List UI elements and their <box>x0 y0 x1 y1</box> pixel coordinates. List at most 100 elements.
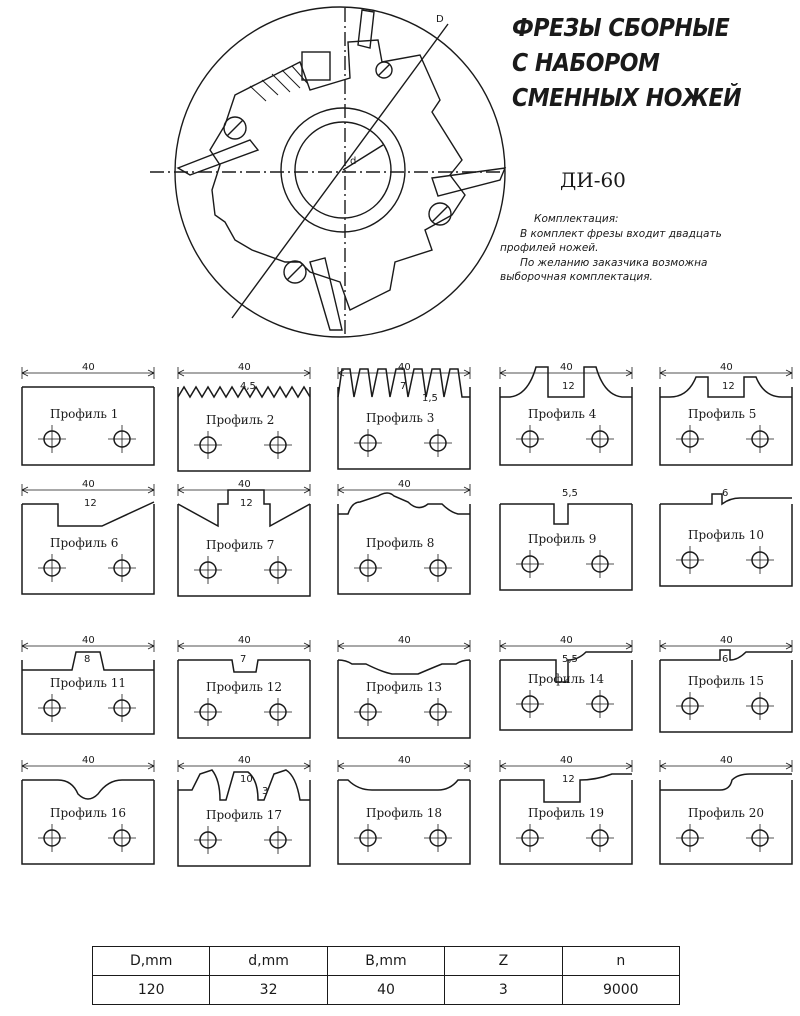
outer-diameter-label: D <box>436 14 444 25</box>
width-dimension: 40 <box>560 635 573 646</box>
value-cell: 9000 <box>561 975 681 1005</box>
profile-label: Профиль 13 <box>366 680 443 694</box>
profile-label: Профиль 7 <box>206 538 275 552</box>
feature-dimension: 10 <box>240 774 253 785</box>
profile-outline: 40 12 <box>21 479 155 595</box>
width-dimension: 40 <box>398 479 411 490</box>
width-dimension: 40 <box>720 755 733 766</box>
profile-outline: 40 12 <box>499 362 633 466</box>
width-dimension: 40 <box>398 755 411 766</box>
feature-dimension: 7 <box>240 654 246 665</box>
feature-dimension: 12 <box>722 381 735 392</box>
width-dimension: 40 <box>238 362 251 373</box>
feature-dimension: 12 <box>240 498 253 509</box>
profile-label: Профиль 11 <box>50 676 127 690</box>
bore-diameter-label: d <box>350 156 356 167</box>
profile-label: Профиль 19 <box>528 806 605 820</box>
profile-label: Профиль 6 <box>50 536 119 550</box>
profile-label: Профиль 17 <box>206 808 283 822</box>
width-dimension: 40 <box>720 362 733 373</box>
header-cell: B,mm <box>326 946 446 976</box>
profile-outline: 40 <box>21 755 155 865</box>
profile-label: Профиль 14 <box>528 672 605 686</box>
header-cell: D,mm <box>91 946 211 976</box>
completeness-note: Комплектация: В комплект фрезы входит дв… <box>500 213 722 283</box>
width-dimension: 40 <box>238 479 251 490</box>
width-dimension: 40 <box>560 755 573 766</box>
width-dimension: 40 <box>398 635 411 646</box>
header-cell: Z <box>444 946 563 976</box>
profile-label: Профиль 8 <box>366 536 435 550</box>
profile-label: Профиль 5 <box>688 407 757 421</box>
feature-dimension: 8 <box>84 654 90 665</box>
spec-header-row: D,mm d,mm B,mm Z n <box>91 946 681 976</box>
profile-outline: 40 8 <box>21 635 155 735</box>
width-dimension: 40 <box>82 755 95 766</box>
profile-label: Профиль 15 <box>688 674 765 688</box>
profile-label: Профиль 2 <box>206 413 275 427</box>
width-dimension: 40 <box>82 635 95 646</box>
value-cell: 120 <box>91 975 211 1005</box>
feature-dimension-2: 3 <box>262 786 268 797</box>
page-title: ФРЕЗЫ СБОРНЫЕ С НАБОРОМ СМЕННЫХ НОЖЕЙ <box>512 13 742 112</box>
profile-outline: 40 <box>659 755 793 865</box>
profile-label: Профиль 16 <box>50 806 127 820</box>
profile-outline: 6 <box>659 488 793 587</box>
feature-dimension: 6 <box>722 488 728 499</box>
profile-outline: 40 <box>337 755 471 865</box>
model-code: ДИ-60 <box>560 168 626 192</box>
width-dimension: 40 <box>82 362 95 373</box>
width-dimension: 40 <box>82 479 95 490</box>
header-cell: d,mm <box>209 946 328 976</box>
profile-outline: 40 7 <box>177 635 311 739</box>
value-cell: 32 <box>209 975 328 1005</box>
value-cell: 3 <box>444 975 563 1005</box>
profile-outline: 40 10 3 <box>177 755 311 867</box>
width-dimension: 40 <box>398 362 411 373</box>
profile-outline: 404,5 <box>177 362 311 472</box>
feature-dimension: 4,5 <box>240 381 256 392</box>
profile-outline: 40 12 <box>659 362 793 466</box>
profile-label: Профиль 4 <box>528 407 597 421</box>
spec-table: D,mm d,mm B,mm Z n 120 32 40 3 9000 <box>91 946 681 1005</box>
width-dimension: 40 <box>560 362 573 373</box>
cutter-drawing: D d <box>150 6 507 338</box>
profile-label: Профиль 1 <box>50 407 119 421</box>
width-dimension: 40 <box>238 755 251 766</box>
width-dimension: 40 <box>720 635 733 646</box>
header-cell: n <box>561 946 681 976</box>
feature-dimension: 7 <box>400 381 406 392</box>
spec-value-row: 120 32 40 3 9000 <box>91 975 681 1005</box>
profile-outline: 40 6 <box>659 635 793 733</box>
profile-outline: 405,5 <box>499 635 633 731</box>
feature-dimension: 12 <box>84 498 97 509</box>
profile-label: Профиль 20 <box>688 806 765 820</box>
profile-outline: 40 <box>21 362 155 466</box>
feature-dimension: 12 <box>562 381 575 392</box>
profile-outline: 40 <box>337 635 471 739</box>
feature-dimension: 6 <box>722 654 728 665</box>
profile-label: Профиль 3 <box>366 411 435 425</box>
feature-dimension: 5,5 <box>562 488 578 499</box>
width-dimension: 40 <box>238 635 251 646</box>
